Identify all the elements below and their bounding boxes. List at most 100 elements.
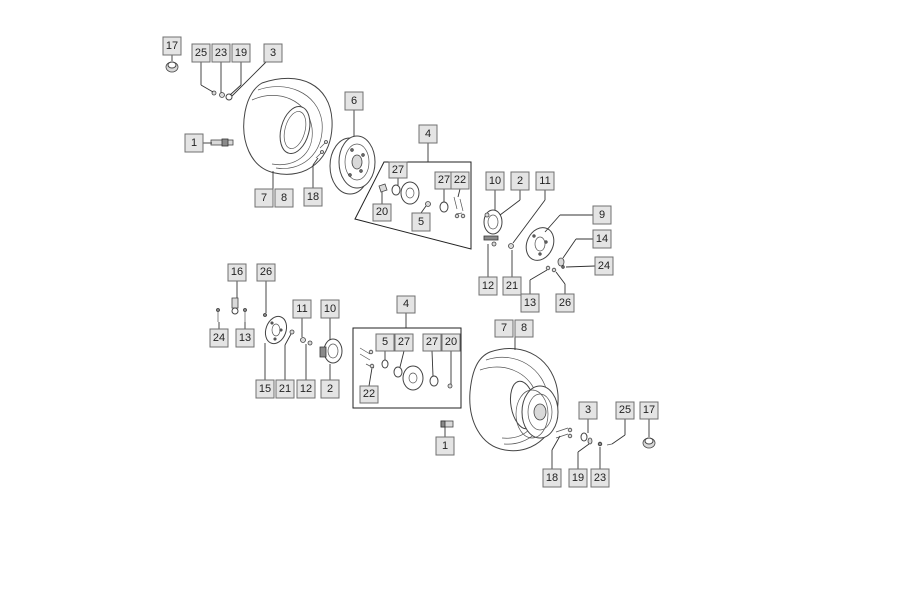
callout-21: 21	[502, 276, 522, 296]
wheel-cap-icon	[642, 437, 656, 449]
callout-14: 14	[592, 229, 612, 249]
callout-23: 23	[211, 43, 231, 63]
callout-10: 10	[320, 299, 340, 319]
callout-15: 15	[255, 379, 275, 399]
svg-text:27: 27	[392, 164, 404, 176]
svg-text:14: 14	[596, 233, 608, 245]
callout-10: 10	[485, 171, 505, 191]
hub-kit-frame	[354, 161, 472, 250]
callout-27: 27	[394, 333, 414, 352]
svg-text:8: 8	[521, 322, 527, 334]
callout-13: 13	[235, 328, 255, 348]
callout-18: 18	[303, 187, 323, 207]
callout-2: 2	[320, 379, 340, 399]
valve-stem-icon	[440, 420, 454, 428]
svg-text:4: 4	[403, 298, 409, 310]
callout-2: 2	[510, 171, 530, 191]
svg-text:2: 2	[327, 383, 333, 395]
svg-text:1: 1	[442, 440, 448, 452]
callout-1: 1	[435, 436, 455, 456]
callout-26: 26	[256, 263, 276, 282]
wheel-rim-icon	[515, 385, 559, 439]
svg-text:23: 23	[594, 472, 606, 484]
svg-text:16: 16	[231, 266, 243, 278]
callout-16: 16	[227, 263, 247, 282]
svg-text:3: 3	[585, 404, 591, 416]
svg-text:21: 21	[279, 383, 291, 395]
svg-text:8: 8	[281, 192, 287, 204]
brake-disc-icon	[525, 227, 555, 261]
callout-19: 19	[231, 43, 251, 63]
svg-text:19: 19	[235, 47, 247, 59]
callout-27: 27	[422, 333, 442, 352]
lug-nut-icon	[555, 427, 613, 447]
svg-text:2: 2	[517, 175, 523, 187]
svg-text:26: 26	[260, 266, 272, 278]
callout-25: 25	[191, 43, 211, 63]
callout-11: 11	[292, 299, 312, 319]
svg-text:22: 22	[363, 388, 375, 400]
svg-text:27: 27	[398, 336, 410, 348]
wheel-rim-icon	[329, 135, 376, 195]
svg-text:17: 17	[643, 404, 655, 416]
svg-text:6: 6	[351, 95, 357, 107]
callout-26: 26	[555, 293, 575, 313]
svg-text:27: 27	[438, 174, 450, 186]
tire-icon	[243, 77, 333, 175]
callout-5: 5	[411, 212, 431, 232]
svg-text:15: 15	[259, 383, 271, 395]
svg-text:11: 11	[296, 303, 307, 315]
callout-17: 17	[639, 401, 659, 420]
callout-17: 17	[162, 36, 182, 56]
hub-kit-parts-icon	[378, 181, 466, 219]
svg-text:26: 26	[559, 297, 571, 309]
svg-text:27: 27	[426, 336, 438, 348]
callout-27: 27	[434, 171, 454, 190]
svg-text:13: 13	[524, 297, 536, 309]
wheel-bolt-icon	[315, 140, 328, 159]
callout-25: 25	[615, 401, 635, 420]
callout-19: 19	[568, 468, 588, 488]
svg-text:4: 4	[425, 128, 431, 140]
callout-12: 12	[478, 276, 498, 296]
svg-text:25: 25	[619, 404, 631, 416]
callout-12: 12	[296, 379, 316, 399]
svg-text:21: 21	[506, 280, 518, 292]
wheel-cap-icon	[165, 61, 179, 73]
callout-22: 22	[450, 171, 470, 190]
callout-11: 11	[535, 171, 555, 191]
brake-disc-icon	[264, 315, 288, 345]
svg-text:20: 20	[376, 206, 388, 218]
nut-washer-icon	[545, 257, 565, 273]
callout-5: 5	[375, 333, 395, 352]
svg-text:9: 9	[599, 209, 605, 221]
callout-13: 13	[520, 293, 540, 313]
svg-text:5: 5	[382, 336, 388, 348]
svg-text:7: 7	[501, 322, 507, 334]
callout-20: 20	[441, 333, 461, 352]
svg-text:13: 13	[239, 332, 251, 344]
svg-text:11: 11	[539, 175, 550, 187]
svg-text:19: 19	[572, 472, 584, 484]
svg-text:18: 18	[546, 472, 558, 484]
lug-nut-icon	[211, 90, 233, 101]
svg-text:10: 10	[489, 175, 501, 187]
callout-24: 24	[594, 256, 614, 276]
callout-22: 22	[359, 385, 379, 404]
leader-lines	[171, 55, 650, 469]
callout-24: 24	[209, 328, 229, 348]
seal-icon	[289, 329, 313, 346]
callout-27: 27	[388, 161, 408, 179]
svg-text:23: 23	[215, 47, 227, 59]
svg-text:17: 17	[166, 40, 178, 52]
svg-text:25: 25	[195, 47, 207, 59]
callout-8: 8	[274, 188, 294, 208]
callout-3: 3	[263, 43, 283, 63]
svg-text:24: 24	[598, 260, 610, 272]
seal-icon	[491, 241, 514, 249]
callout-1: 1	[184, 133, 204, 153]
callout-8: 8	[514, 319, 534, 338]
svg-text:7: 7	[261, 192, 267, 204]
svg-text:22: 22	[454, 174, 466, 186]
